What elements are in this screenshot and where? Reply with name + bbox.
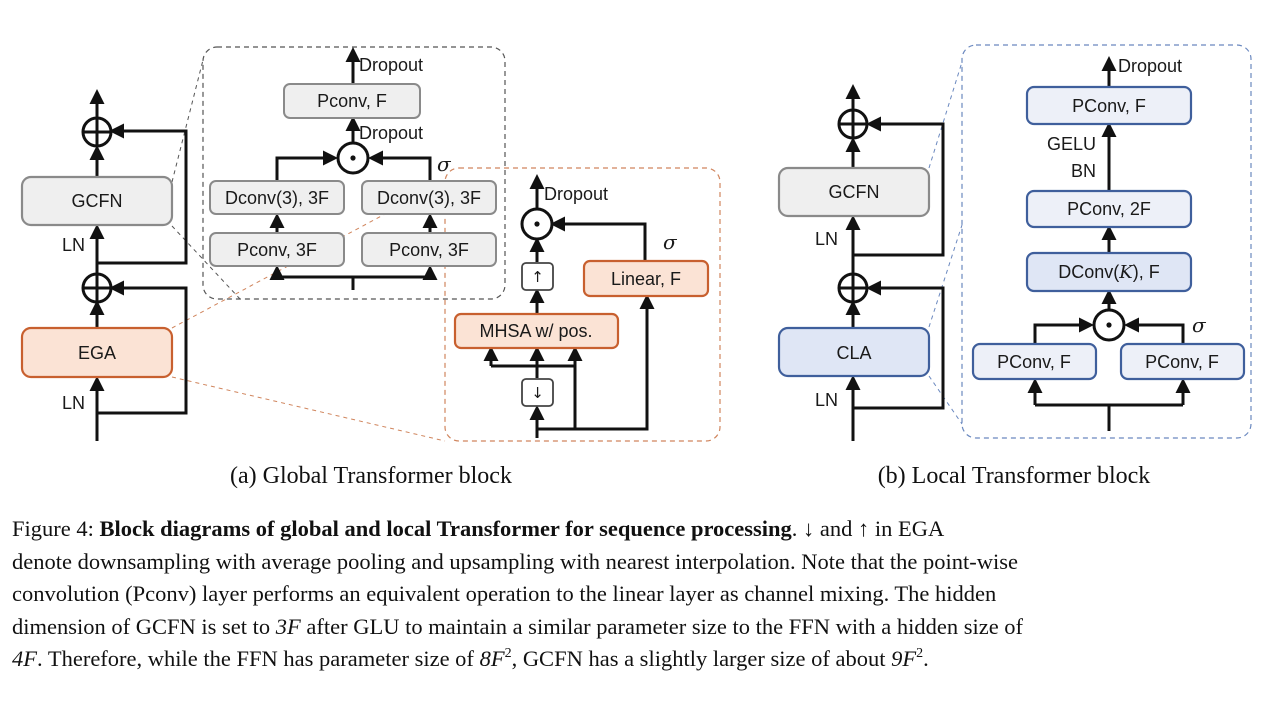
ega-sigma: σ (663, 230, 678, 254)
gcfn-pconv3f-right-box: Pconv, 3F (361, 232, 497, 267)
local-ln-upper: LN (815, 229, 838, 249)
local-subcaption: (b) Local Transformer block (878, 463, 1151, 489)
local-gcfn-label: GCFN (829, 182, 880, 202)
ega-mhsa-label: MHSA w/ pos. (479, 321, 592, 341)
local-block: GCFN CLA LN LN Dropout PConv, F GELU BN (777, 44, 1252, 489)
cla-pconv-right-box: PConv, F (1119, 342, 1246, 381)
gcfn-dconv-left-box: Dconv(3), 3F (209, 180, 345, 215)
local-backbone (845, 84, 945, 441)
cla-bn: BN (1071, 161, 1096, 181)
cla-pconv-left-box: PConv, F (971, 342, 1098, 381)
ega-zoom-frame (444, 167, 721, 442)
global-gcfn-label: GCFN (72, 191, 123, 211)
gcfn-pconv-f-box: Pconv, F (283, 83, 421, 119)
gcfn-dconv-right-box: Dconv(3), 3F (361, 180, 497, 215)
gcfn-dropout-top: Dropout (359, 55, 423, 75)
ega-downsample-icon: ↓ (531, 384, 544, 402)
cla-pconv-left-label: PConv, F (997, 352, 1071, 372)
global-sum-lower (81, 272, 113, 304)
cla-pconv-right-label: PConv, F (1145, 352, 1219, 372)
local-cla-label: CLA (836, 343, 871, 363)
cla-dropout: Dropout (1118, 56, 1182, 76)
global-backbone (89, 89, 188, 441)
global-ln-upper: LN (62, 235, 85, 255)
gcfn-pconv3f-left-label: Pconv, 3F (237, 240, 317, 260)
global-ega-box: EGA (20, 326, 174, 379)
ega-mhsa-box: MHSA w/ pos. (453, 312, 620, 350)
caption-line-3: convolution (Pconv) layer performs an eq… (12, 581, 997, 606)
gcfn-dropout-mid: Dropout (359, 123, 423, 143)
cla-dconv-box: DConv(K), F (1025, 251, 1193, 293)
cla-sigma: σ (1192, 313, 1207, 337)
gcfn-pconv-f-label: Pconv, F (317, 91, 387, 111)
cla-pconv-2f-box: PConv, 2F (1025, 189, 1193, 229)
ega-dropout: Dropout (544, 184, 608, 204)
caption-line-1: Figure 4: Block diagrams of global and l… (12, 516, 945, 541)
ega-detail-wires (483, 174, 655, 438)
caption-line-5: 4F. Therefore, while the FFN has paramet… (12, 646, 929, 671)
local-cla-box: CLA (777, 326, 931, 378)
global-ega-label: EGA (78, 343, 116, 363)
local-ln-lower: LN (815, 390, 838, 410)
ega-linear-box: Linear, F (582, 259, 710, 298)
ega-upsample-box: ↑ (521, 262, 554, 291)
ega-upsample-icon: ↑ (531, 268, 544, 286)
gcfn-detail-wires (269, 47, 438, 290)
cla-gelu: GELU (1047, 134, 1096, 154)
cla-zoom-frame (961, 44, 1252, 439)
cla-pconv-f-box: PConv, F (1025, 85, 1193, 126)
gcfn-dconv-right-label: Dconv(3), 3F (377, 188, 481, 208)
ega-linear-label: Linear, F (611, 269, 681, 289)
global-subcaption: (a) Global Transformer block (230, 463, 512, 489)
global-sum-upper (81, 116, 113, 148)
figure-diagrams: GCFN EGA LN LN Pconv, F Dropout Dropout (20, 44, 1252, 489)
figure-caption: Figure 4: Block diagrams of global and l… (12, 513, 1274, 676)
cla-pconv-2f-label: PConv, 2F (1067, 199, 1151, 219)
local-sum-lower (837, 272, 869, 304)
cla-gate-multiply (1092, 308, 1126, 342)
gcfn-gate-multiply (336, 141, 370, 175)
local-sum-upper (837, 108, 869, 140)
ega-downsample-box: ↓ (521, 378, 554, 407)
cla-dconv-label: DConv(K), F (1058, 262, 1159, 283)
gcfn-dconv-left-label: Dconv(3), 3F (225, 188, 329, 208)
global-ln-lower: LN (62, 393, 85, 413)
cla-pconv-f-label: PConv, F (1072, 96, 1146, 116)
ega-gate-multiply (520, 207, 554, 241)
caption-line-4: dimension of GCFN is set to 3F after GLU… (12, 613, 1024, 639)
local-gcfn-box: GCFN (777, 166, 931, 218)
caption-line-2: denote downsampling with average pooling… (12, 548, 1019, 574)
cla-detail-wires (1027, 56, 1191, 431)
gcfn-pconv3f-right-label: Pconv, 3F (389, 240, 469, 260)
gcfn-pconv3f-left-box: Pconv, 3F (209, 232, 345, 267)
global-gcfn-box: GCFN (20, 175, 174, 227)
gcfn-sigma: σ (437, 152, 452, 176)
global-block: GCFN EGA LN LN Pconv, F Dropout Dropout (20, 46, 721, 489)
